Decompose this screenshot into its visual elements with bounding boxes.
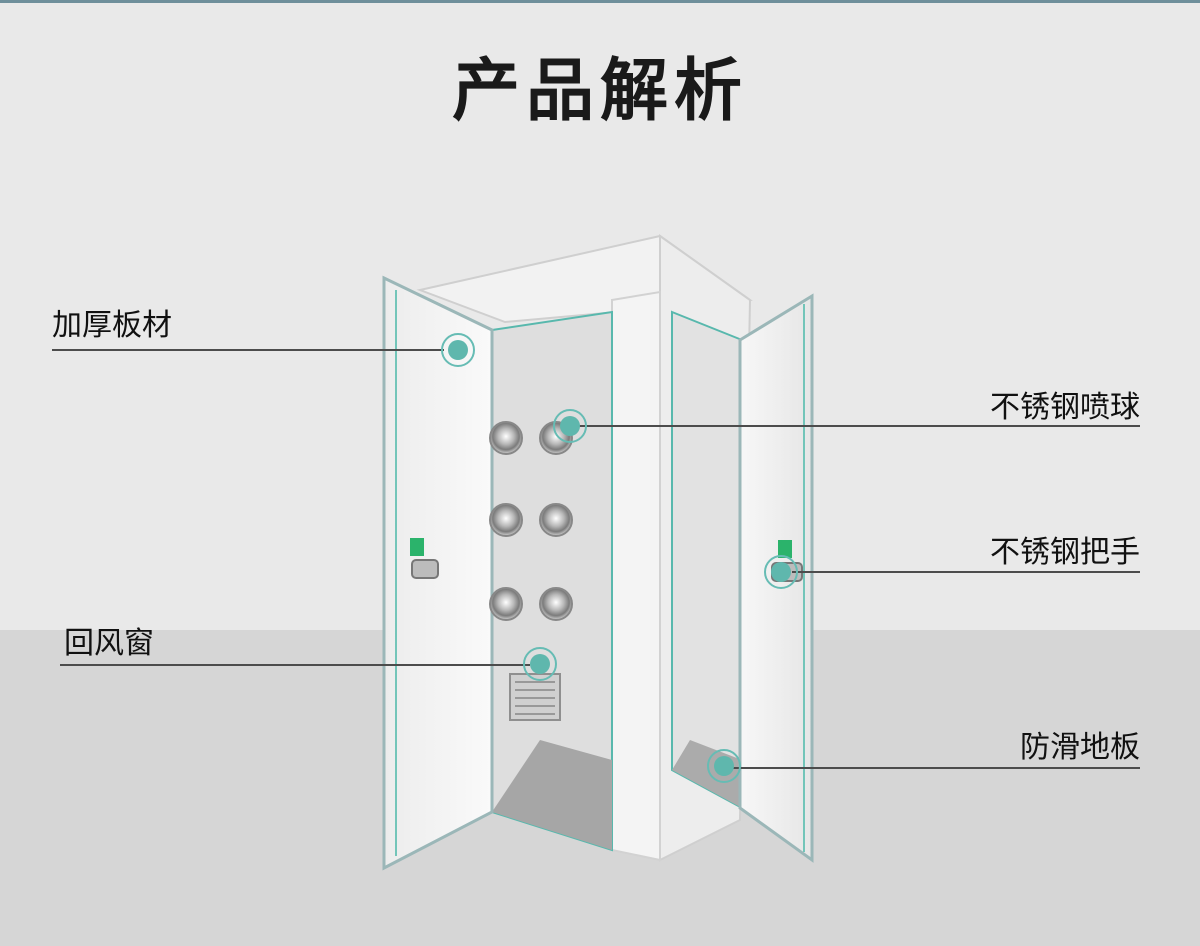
top-border (0, 0, 1200, 3)
right-handle-icon (778, 540, 792, 558)
nozzle (489, 587, 523, 621)
interior-floor-left (492, 740, 612, 850)
marker (764, 555, 798, 589)
marker (714, 756, 734, 776)
marker (707, 749, 741, 783)
interior-right (671, 310, 743, 810)
nozzle (489, 421, 523, 455)
nozzle (539, 503, 573, 537)
label-stainless-handle: 不锈钢把手 (990, 535, 1140, 570)
label-thick-board: 加厚板材 (52, 308, 172, 343)
left-handle-icon (410, 538, 424, 556)
label-anti-slip-floor: 防滑地板 (1020, 730, 1140, 765)
label-stainless-nozzle: 不锈钢喷球 (990, 390, 1140, 425)
nozzle (539, 587, 573, 621)
marker (441, 333, 475, 367)
marker (560, 416, 580, 436)
cabinet-pillar (611, 290, 661, 862)
label-return-vent: 回风窗 (64, 626, 154, 661)
marker (530, 654, 550, 674)
marker (448, 340, 468, 360)
nozzle-group (489, 421, 573, 621)
marker (553, 409, 587, 443)
marker (523, 647, 557, 681)
page-title: 产品解析 (451, 52, 748, 131)
nozzle (489, 503, 523, 537)
left-handle (411, 559, 439, 579)
marker (771, 562, 791, 582)
callout-markers (441, 333, 798, 783)
